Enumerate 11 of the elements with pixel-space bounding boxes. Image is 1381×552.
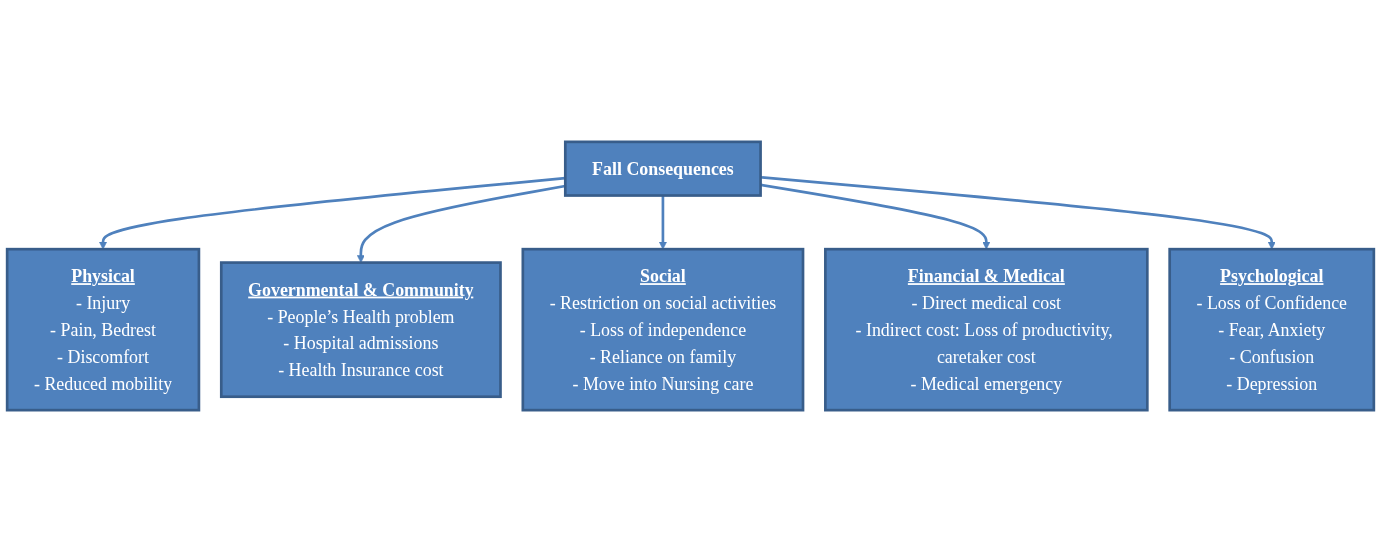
node-box: Psychological - Loss of Confidence - Fear, Anxiety - Confusion - Depression: [1168, 247, 1376, 412]
arrow: [356, 184, 566, 263]
arrow: [99, 176, 566, 250]
arrow: [760, 183, 991, 250]
node-box: Financial & Medical - Direct medical cost - Indirect cost: Loss of productivity, caretaker cost - Medical emergency: [824, 247, 1149, 412]
arrow: [760, 175, 1276, 250]
node-box: Fall Consequences: [563, 140, 762, 197]
node-box: Physical - Injury - Pain, Bedrest - Discomfort - Reduced mobility: [5, 247, 201, 412]
node-box: Governmental & Community - People’s Health problem - Hospital admissions - Health Insurance cost: [219, 261, 502, 399]
node-box: Social - Restriction on social activities - Loss of independence - Reliance on family - Move into Nursing care: [521, 247, 805, 412]
arrow: [659, 195, 667, 250]
